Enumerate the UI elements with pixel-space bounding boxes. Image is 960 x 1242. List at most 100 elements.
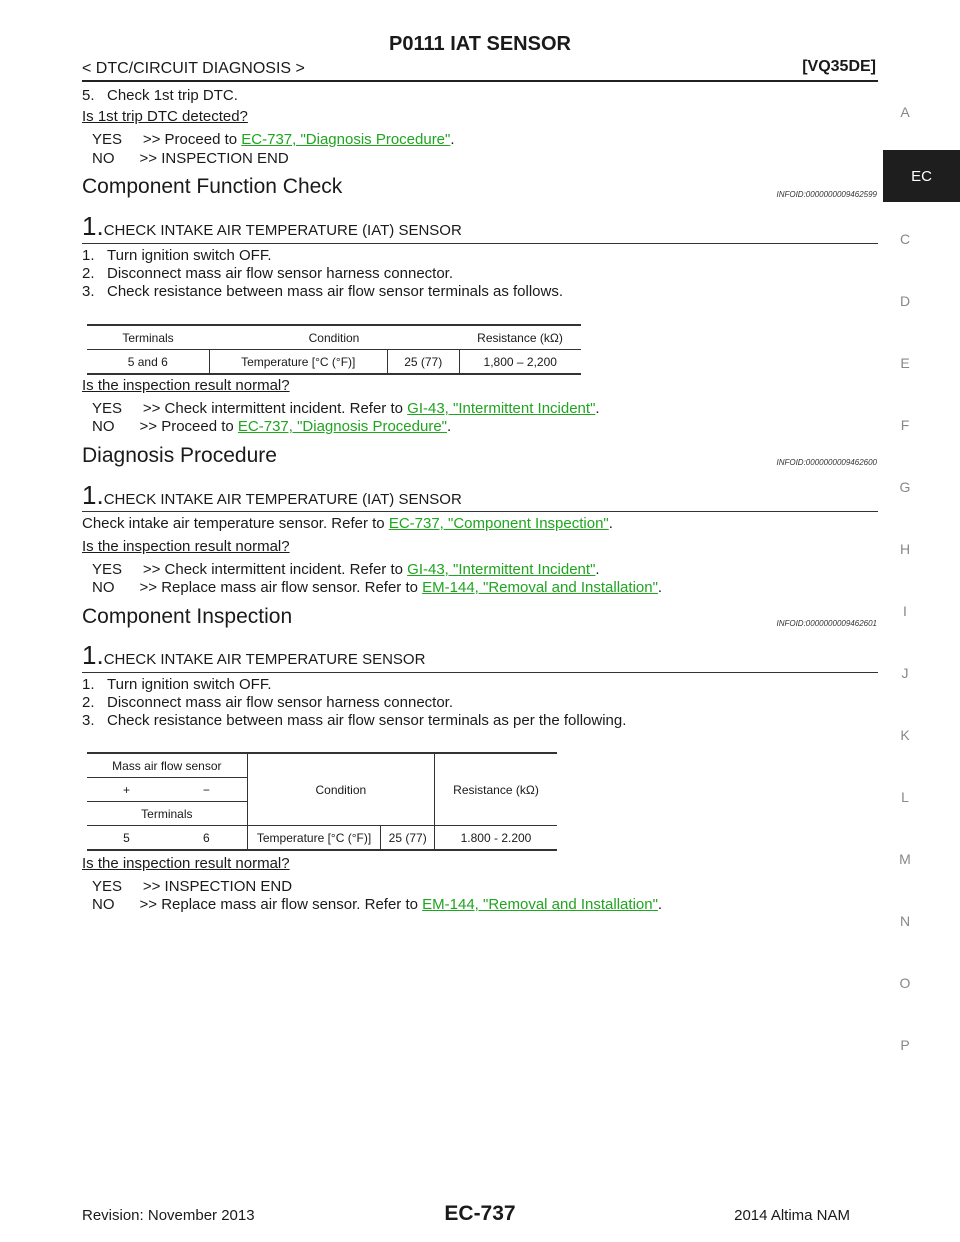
td-temperature: Temperature [°C (°F)] bbox=[247, 825, 382, 850]
dp-text: Check intake air temperature sensor. Ref… bbox=[82, 515, 389, 532]
step-title: CHECK INTAKE AIR TEMPERATURE (IAT) SENSO… bbox=[103, 222, 462, 239]
dp-yes-line: YES >> Check intermittent incident. Refe… bbox=[92, 561, 600, 578]
cfc-question: Is the inspection result normal? bbox=[82, 377, 290, 394]
td-temp-value: 25 (77) bbox=[380, 825, 435, 850]
ci-item-2: 2. Disconnect mass air flow sensor harne… bbox=[82, 694, 454, 711]
ci-resistance-table: Mass air flow sensor Condition Resistanc… bbox=[87, 752, 557, 851]
th-condition: Condition bbox=[308, 330, 360, 345]
side-index-tabs: A EC C D E F G H I J K L M N O P bbox=[883, 0, 960, 1100]
infoid-cfc: INFOID:0000000009462599 bbox=[776, 190, 877, 199]
intro-no-line: NO >> INSPECTION END bbox=[92, 150, 289, 167]
tab-d[interactable]: D bbox=[899, 293, 911, 309]
td-resistance: 1.800 - 2.200 bbox=[460, 830, 532, 845]
question-1st-trip: Is 1st trip DTC detected? bbox=[82, 108, 248, 125]
step-title: CHECK INTAKE AIR TEMPERATURE SENSOR bbox=[103, 651, 426, 668]
th-terminals: Terminals bbox=[122, 330, 174, 345]
tab-i[interactable]: I bbox=[903, 603, 907, 619]
punct: . bbox=[450, 131, 455, 148]
step-rule bbox=[82, 243, 878, 244]
tab-k[interactable]: K bbox=[900, 727, 910, 743]
tab-ec-active[interactable]: EC bbox=[883, 150, 960, 202]
no-text: NO >> Replace mass air flow sensor. Refe… bbox=[92, 579, 423, 596]
cfc-item-2: 2. Disconnect mass air flow sensor harne… bbox=[82, 265, 454, 282]
tab-j[interactable]: J bbox=[901, 665, 909, 681]
model-label: 2014 Altima NAM bbox=[734, 1207, 850, 1224]
tab-a[interactable]: A bbox=[900, 104, 910, 120]
tab-p[interactable]: P bbox=[900, 1037, 910, 1053]
step-5-text: 5. Check 1st trip DTC. bbox=[82, 87, 238, 104]
th-mass-air-flow-sensor: Mass air flow sensor bbox=[87, 753, 248, 778]
yes-text: YES >> Proceed to bbox=[92, 131, 242, 148]
yes-text: YES >> Check intermittent incident. Refe… bbox=[92, 400, 408, 417]
infoid-dp: INFOID:0000000009462600 bbox=[776, 458, 877, 467]
link-em144-removal[interactable]: EM-144, "Removal and Installation" bbox=[422, 896, 658, 913]
tab-o[interactable]: O bbox=[899, 975, 911, 991]
td-terminals: 5 and 6 bbox=[127, 354, 168, 369]
cfc-no-line: NO >> Proceed to EC-737, "Diagnosis Proc… bbox=[92, 418, 451, 435]
ci-question: Is the inspection result normal? bbox=[82, 855, 290, 872]
tab-h[interactable]: H bbox=[899, 541, 911, 557]
tab-m[interactable]: M bbox=[899, 851, 911, 867]
step-rule bbox=[82, 672, 878, 673]
step-number: 1. bbox=[82, 211, 104, 241]
dp-text-line: Check intake air temperature sensor. Ref… bbox=[82, 515, 613, 532]
td-terminal-plus: 5 bbox=[123, 830, 130, 845]
punct: . bbox=[595, 400, 600, 417]
cfc-resistance-table: Terminals Condition Resistance (kΩ) 5 an… bbox=[87, 324, 581, 375]
th-resistance: Resistance (kΩ) bbox=[453, 782, 539, 797]
punct: . bbox=[657, 896, 663, 913]
tab-c[interactable]: C bbox=[899, 231, 911, 247]
th-resistance: Resistance (kΩ) bbox=[477, 330, 563, 345]
th-minus: − bbox=[166, 777, 248, 802]
ci-item-3: 3. Check resistance between mass air flo… bbox=[82, 712, 627, 729]
tab-f[interactable]: F bbox=[900, 417, 910, 433]
cfc-step-heading: 1.CHECK INTAKE AIR TEMPERATURE (IAT) SEN… bbox=[82, 211, 462, 242]
td-temperature: Temperature [°C (°F)] bbox=[208, 349, 388, 374]
punct: . bbox=[608, 515, 613, 532]
heading-component-function-check: Component Function Check bbox=[82, 175, 343, 198]
ci-item-1: 1. Turn ignition switch OFF. bbox=[82, 676, 272, 693]
td-resistance: 1,800 – 2,200 bbox=[483, 354, 557, 369]
link-ec737-component-inspection[interactable]: EC-737, "Component Inspection" bbox=[388, 515, 609, 532]
punct: . bbox=[447, 418, 452, 435]
page-title: P0111 IAT SENSOR bbox=[389, 33, 571, 55]
th-plus: + bbox=[87, 777, 167, 802]
infoid-ci: INFOID:0000000009462601 bbox=[776, 619, 877, 628]
no-text: NO >> Proceed to bbox=[92, 418, 238, 435]
intro-yes-line: YES >> Proceed to EC-737, "Diagnosis Pro… bbox=[92, 131, 455, 148]
step-number: 1. bbox=[82, 480, 104, 510]
link-em144-removal[interactable]: EM-144, "Removal and Installation" bbox=[422, 579, 658, 596]
link-gi43-intermittent[interactable]: GI-43, "Intermittent Incident" bbox=[407, 400, 596, 417]
heading-component-inspection: Component Inspection bbox=[82, 605, 293, 628]
revision-date: Revision: November 2013 bbox=[82, 1207, 255, 1224]
tab-g[interactable]: G bbox=[899, 479, 911, 495]
th-condition: Condition bbox=[247, 753, 436, 826]
punct: . bbox=[595, 561, 600, 578]
punct: . bbox=[657, 579, 663, 596]
ci-yes-line: YES >> INSPECTION END bbox=[92, 878, 293, 895]
dp-no-line: NO >> Replace mass air flow sensor. Refe… bbox=[92, 579, 662, 596]
ci-step-heading: 1.CHECK INTAKE AIR TEMPERATURE SENSOR bbox=[82, 640, 425, 671]
link-ec737-diagnosis[interactable]: EC-737, "Diagnosis Procedure" bbox=[237, 418, 447, 435]
tab-n[interactable]: N bbox=[899, 913, 911, 929]
no-text: NO >> Replace mass air flow sensor. Refe… bbox=[92, 896, 423, 913]
heading-diagnosis-procedure: Diagnosis Procedure bbox=[82, 444, 277, 467]
dp-question: Is the inspection result normal? bbox=[82, 538, 290, 555]
section-label: < DTC/CIRCUIT DIAGNOSIS > bbox=[82, 60, 305, 77]
step-rule bbox=[82, 511, 878, 512]
engine-label: [VQ35DE] bbox=[802, 58, 876, 75]
step-title: CHECK INTAKE AIR TEMPERATURE (IAT) SENSO… bbox=[103, 491, 462, 508]
td-terminal-minus: 6 bbox=[166, 825, 248, 850]
cfc-item-1: 1. Turn ignition switch OFF. bbox=[82, 247, 272, 264]
link-ec737-diagnosis[interactable]: EC-737, "Diagnosis Procedure" bbox=[241, 131, 451, 148]
td-temp-value: 25 (77) bbox=[387, 349, 460, 374]
link-gi43-intermittent[interactable]: GI-43, "Intermittent Incident" bbox=[407, 561, 596, 578]
step-number: 1. bbox=[82, 640, 104, 670]
th-terminals: Terminals bbox=[87, 801, 248, 826]
tab-e[interactable]: E bbox=[900, 355, 910, 371]
tab-l[interactable]: L bbox=[901, 789, 909, 805]
yes-text: YES >> Check intermittent incident. Refe… bbox=[92, 561, 408, 578]
dp-step-heading: 1.CHECK INTAKE AIR TEMPERATURE (IAT) SEN… bbox=[82, 480, 462, 511]
header-rule bbox=[82, 80, 878, 82]
cfc-item-3: 3. Check resistance between mass air flo… bbox=[82, 283, 564, 300]
